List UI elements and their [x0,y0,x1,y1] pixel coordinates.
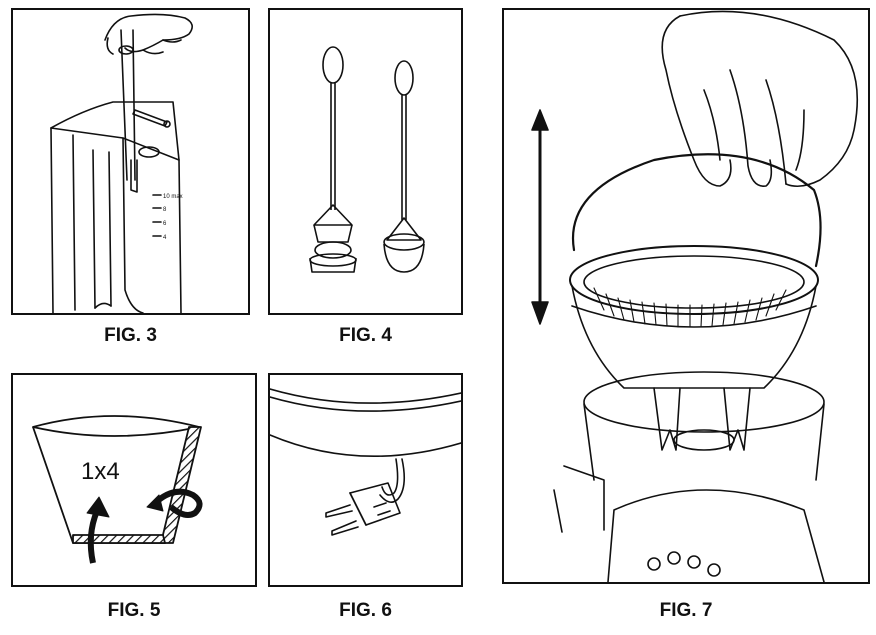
fig5-filter-label: 1x4 [81,458,120,485]
fig3-scale-top: 10 max [163,194,183,200]
fig3-panel: 10 max 8 6 4 [11,8,250,315]
fig6-caption: FIG. 6 [339,600,392,621]
fig6-panel [268,373,463,587]
fig5-panel: 1x4 [11,373,257,587]
fig3-scale-mark-6: 6 [163,221,167,227]
fig4-illustration [309,46,425,273]
fig7-illustration [531,10,859,582]
fig3-illustration: 10 max 8 6 4 [50,13,193,313]
fig5-illustration: 1x4 [32,415,203,564]
fig6-illustration [270,388,461,536]
fig4-caption: FIG. 4 [339,325,392,346]
fig7-panel [502,8,870,584]
fig3-caption: FIG. 3 [104,325,157,346]
fig4-panel [268,8,463,315]
fig7-caption: FIG. 7 [659,600,713,621]
fig3-scale-mark-8: 8 [163,207,167,213]
fig3-scale-mark-4: 4 [163,235,167,241]
fig5-caption: FIG. 5 [107,600,161,621]
